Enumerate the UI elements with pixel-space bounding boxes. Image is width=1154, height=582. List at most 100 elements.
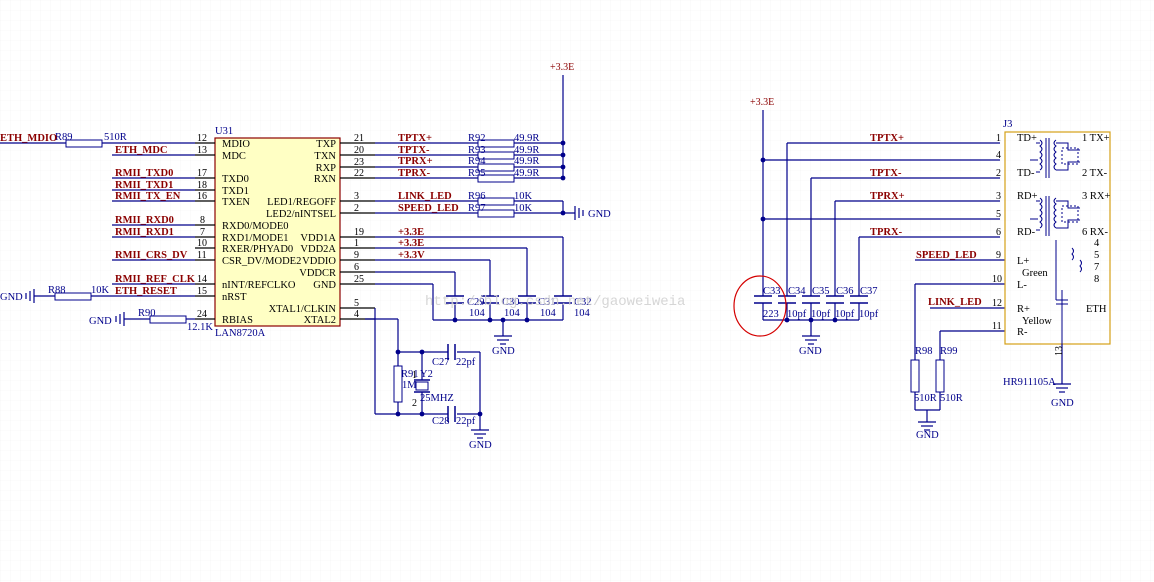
c32-ref: C32: [574, 297, 592, 308]
j3-pin-num: 3: [996, 191, 1001, 202]
r93-value: 49.9R: [514, 145, 539, 156]
u31-ref: U31: [215, 126, 233, 137]
net-label: TPTX+: [870, 133, 904, 144]
net-label: RMII_REF_CLK: [115, 274, 196, 285]
j3-port-label: 5: [1094, 250, 1099, 261]
j3-pin-name: L-: [1017, 280, 1027, 291]
j3-pin-num: 9: [996, 250, 1001, 261]
u31-pin-num: 16: [197, 191, 207, 202]
u31-pin-name: RXD0/MODE0: [222, 221, 289, 232]
c33-value: 223: [763, 309, 779, 320]
net-label: RMII_TX_EN: [115, 191, 181, 202]
watermark-text: http://blog.csdn.net/gaoweiweia: [425, 294, 685, 310]
j3-port-label: 1 TX+: [1082, 133, 1110, 144]
r96-ref: R96: [468, 191, 486, 202]
r98-resistor: [910, 359, 920, 393]
c28-ref: C28: [432, 416, 450, 427]
u31-pin-name: RXN: [314, 174, 337, 185]
y2-ref: Y2: [420, 369, 433, 380]
gnd-label: GND: [1051, 398, 1074, 409]
u31-pin-num: 20: [354, 145, 364, 156]
net-label: RMII_RXD0: [115, 215, 174, 226]
net-label: TPRX+: [870, 191, 905, 202]
u31-pin-num: 9: [354, 250, 359, 261]
net-label: +3.3E: [398, 238, 424, 249]
j3-port-label: 2 TX-: [1082, 168, 1108, 179]
u31-pin-num: 18: [197, 180, 207, 191]
r94-value: 49.9R: [514, 156, 539, 167]
u31-pin-num: 17: [197, 168, 207, 179]
u31-pin-name: LED1/REGOFF: [267, 197, 336, 208]
u31-pin-name: nRST: [222, 292, 247, 303]
u31-pin-num: 13: [197, 145, 207, 156]
u31-pin-name: GND: [313, 280, 336, 291]
u31-pin-name: RBIAS: [222, 315, 253, 326]
u31-pin-num: 6: [354, 262, 359, 273]
c34-ref: C34: [788, 286, 806, 297]
u31-pin-name: MDIO: [222, 139, 250, 150]
c28-value: 22pf: [456, 416, 476, 427]
u31-pin-name: TXN: [314, 151, 336, 162]
c35-value: 10pf: [811, 309, 831, 320]
u31-pin-name: TXP: [316, 139, 336, 150]
c29-ref: C29: [467, 297, 485, 308]
r90-value: 12.1K: [187, 322, 213, 333]
u31-pin-name: nINT/REFCLKO: [222, 280, 296, 291]
r99-resistor: [935, 359, 945, 393]
u31-pin-num: 19: [354, 227, 364, 238]
net-label: TPTX-: [398, 145, 430, 156]
u31-pin-num: 7: [200, 227, 205, 238]
r88-ref: R88: [48, 285, 66, 296]
j3-eth-label: ETH: [1086, 304, 1107, 315]
u31-pin-num: 2: [354, 203, 359, 214]
u31-pin-num: 15: [197, 286, 207, 297]
u31-pin-name: TXD1: [222, 186, 249, 197]
y2-crystal: [415, 381, 429, 391]
c30-ref: C30: [502, 297, 520, 308]
u31-pin-name: XTAL2: [304, 315, 336, 326]
r89-value: 510R: [104, 132, 127, 143]
net-label: ETH_RESET: [115, 286, 177, 297]
net-label: RMII_TXD0: [115, 168, 173, 179]
r97-ref: R97: [468, 203, 486, 214]
c33-ref: C33: [763, 286, 781, 297]
c37-ref: C37: [860, 286, 878, 297]
gnd-label: GND: [588, 209, 611, 220]
c36-ref: C36: [836, 286, 854, 297]
net-label: SPEED_LED: [916, 250, 977, 261]
j3-port-label: 6 RX-: [1082, 227, 1108, 238]
j3-pin-name: R+: [1017, 304, 1030, 315]
u31-pin-name: RXD1/MODE1: [222, 233, 289, 244]
gnd-label: GND: [492, 346, 515, 357]
u31-pin-num: 22: [354, 168, 364, 179]
u31-pin-num: 10: [197, 238, 207, 249]
gnd-label: GND: [89, 316, 112, 327]
y2-pin2: 2: [412, 398, 417, 409]
j3-ref: J3: [1003, 119, 1012, 130]
y2-pin1: 1: [412, 370, 417, 381]
j3-transformer-icon: [1030, 138, 1082, 344]
u31-pin-name: RXP: [316, 163, 337, 174]
net-label: TPRX-: [870, 227, 903, 238]
u31-pin-num: 25: [354, 274, 364, 285]
j3-pin13: 13: [1054, 346, 1065, 356]
u31-pin-num: 3: [354, 191, 359, 202]
gnd-symbol: [1053, 383, 1071, 393]
u31-pin-name: LED2/nINTSEL: [266, 209, 336, 220]
c34-value: 10pf: [787, 309, 807, 320]
u31-pin-name: TXD0: [222, 174, 249, 185]
j3-pin-num: 12: [992, 298, 1002, 309]
c27-value: 22pf: [456, 357, 476, 368]
j3-port-label: 7: [1094, 262, 1099, 273]
cap-plates: [447, 344, 456, 422]
j3-pin-name: R-: [1017, 327, 1028, 338]
gnd-symbol: [25, 289, 35, 303]
u31-pin-num: 21: [354, 133, 364, 144]
net-label: ETH_MDC: [115, 145, 168, 156]
cap-plates: [446, 295, 572, 304]
r92-value: 49.9R: [514, 133, 539, 144]
u31-pin-name: VDD1A: [300, 233, 336, 244]
gnd-label: GND: [916, 430, 939, 441]
